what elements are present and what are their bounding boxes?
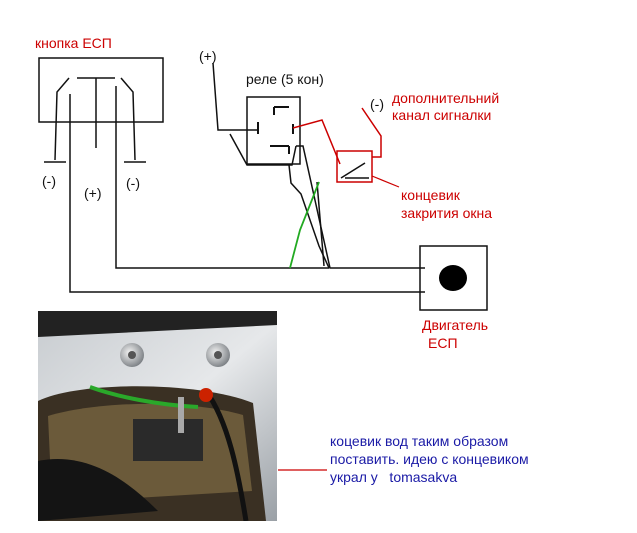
note-line-3: украл у tomasakva [330, 469, 458, 485]
note-line-2: поставить. идею с концевиком [330, 451, 529, 467]
esp-button-contacts [44, 77, 425, 293]
relay-wires [212, 62, 425, 269]
aux-channel-label-1: дополнительний [392, 90, 500, 106]
motor-label-2: ЕСП [428, 335, 458, 351]
motor-rotor [439, 265, 467, 291]
limit-switch-leader [371, 175, 400, 188]
minus-aux-label: (-) [370, 96, 384, 112]
limit-switch-box [336, 150, 373, 183]
button-plus-label: (+) [84, 185, 102, 201]
installation-photo [38, 311, 277, 521]
motor-box [419, 245, 488, 311]
green-wire [289, 181, 320, 269]
esp-button-box [38, 57, 164, 123]
motor-label-1: Двигатель [422, 317, 489, 333]
limit-switch-label-1: концевик [401, 187, 460, 203]
esp-button-label: кнопка ЕСП [35, 35, 112, 51]
aux-channel-wire [361, 107, 382, 158]
button-minus-right-label: (-) [126, 175, 140, 191]
limit-switch-contact [340, 162, 369, 179]
plus-top-label: (+) [199, 48, 217, 64]
aux-channel-label-2: канал сигналки [392, 107, 492, 123]
limit-switch-label-2: закрития окна [401, 205, 493, 221]
button-minus-left-label: (-) [42, 173, 56, 189]
note-line-1: коцевик вод таким образом [330, 433, 509, 449]
relay-contacts [257, 106, 294, 154]
red-wire [292, 119, 341, 165]
relay-label: реле (5 кон) [246, 71, 324, 87]
